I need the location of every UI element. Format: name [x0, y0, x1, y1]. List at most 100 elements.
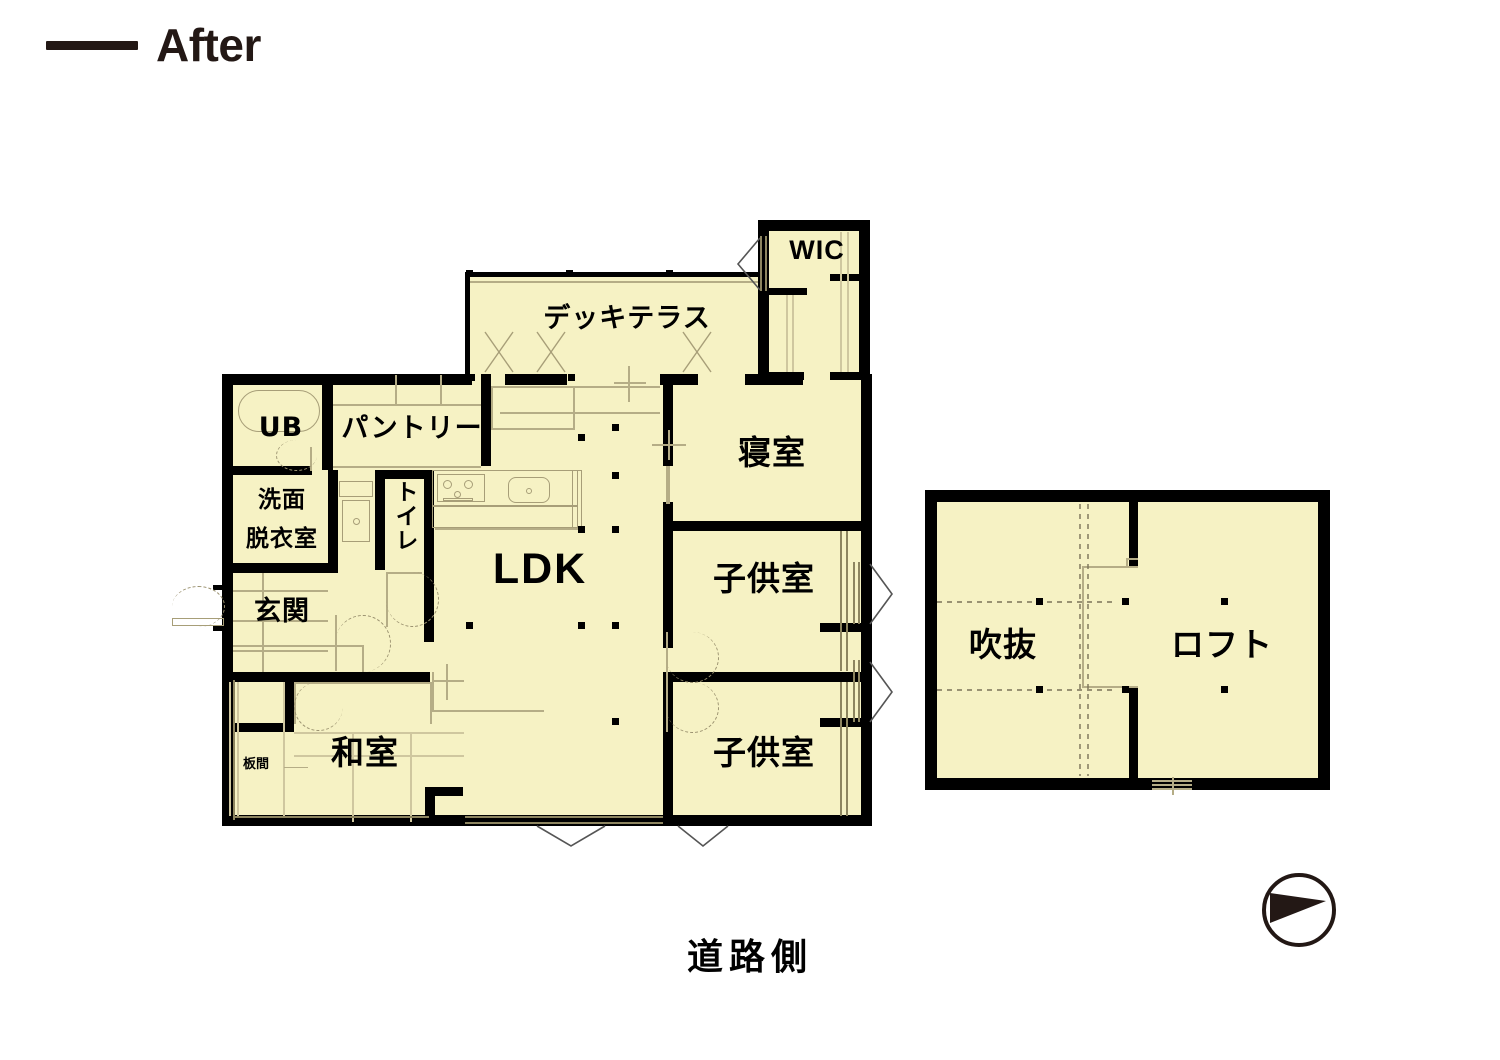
room-fill-deck-terrace [465, 272, 762, 380]
room-label-itama: 板間 [242, 757, 269, 772]
wall-ldk-right-upper [663, 374, 673, 466]
room-label-washroom-line2: 脱衣室 [246, 526, 318, 552]
loft-ledge-line [1126, 558, 1138, 560]
wall-exterior-top-mid-2 [660, 374, 698, 385]
room-label-wic: WIC [789, 235, 845, 265]
deck-post-marker [468, 374, 475, 381]
wall-deck-top [465, 272, 762, 277]
wic-door-glass-line [760, 236, 762, 291]
wall-exterior-top-mid [505, 374, 567, 385]
page-title: After [156, 19, 261, 71]
ldk-cross-tick [614, 382, 646, 384]
entrance-step-line [233, 645, 363, 647]
ldk-beam-dot [612, 622, 619, 629]
wall-exterior-top-left [222, 374, 472, 385]
wall-kids1-bottom [663, 672, 872, 682]
cooktop-burner-icon [443, 480, 452, 489]
loft-stair-tick [1172, 777, 1174, 795]
wall-wic-right [859, 220, 870, 380]
kids2-window-glass [858, 660, 860, 722]
wall-wic-right-shelf [830, 274, 860, 281]
cooktop-fixture [437, 474, 485, 502]
kids2-bottom-window-bay-icon [677, 825, 729, 848]
washroom-vanity-fixture [339, 481, 373, 497]
room-label-ldk: LDK [492, 545, 588, 593]
wall-washroom-right [328, 470, 338, 570]
ldk-beam-dot [466, 622, 473, 629]
kids2-inner-glass [846, 682, 848, 816]
wall-pantry-right [481, 374, 491, 466]
wall-wic-top [758, 220, 870, 231]
kitchen-counter-fixture [432, 470, 578, 506]
wic-rod-line [786, 295, 788, 375]
kids2-door-jamb [666, 682, 668, 732]
deck-post-marker [566, 270, 573, 277]
room-label-kids-room-1: 子供室 [713, 559, 815, 598]
room-label-loft: ロフト [1171, 625, 1273, 664]
wall-washitsu-closet-stub2 [425, 787, 463, 796]
loft-beam-dot [1221, 686, 1228, 693]
ldk-bottom-window-bay-icon [536, 825, 606, 847]
road-side-caption: 道路側 [686, 937, 813, 978]
wall-toilet-right [424, 470, 434, 570]
kids-room-inner-glass [846, 531, 848, 671]
kitchen-counter-end [572, 470, 582, 528]
room-label-toilet: トイレ [391, 480, 417, 552]
wall-exterior-bottom [222, 815, 872, 826]
ldk-beam-dot [578, 622, 585, 629]
washroom-machine-fixture [342, 500, 370, 542]
ldk-beam-dot [612, 424, 619, 431]
wall-washitsu-top [222, 672, 430, 682]
room-label-bedroom: 寝室 [738, 433, 806, 472]
itama-tick [284, 767, 308, 769]
deck-post-marker [666, 270, 673, 277]
horizontal-rule-icon [46, 40, 138, 50]
wall-deck-left [465, 272, 470, 380]
kids2-window-glass [853, 660, 855, 722]
wall-wic-bottom-right-stub [830, 372, 870, 380]
room-label-washitsu: 和室 [331, 733, 399, 772]
room-label-washroom-line1: 洗面 [258, 487, 306, 513]
loft-ledge-line [1082, 566, 1138, 568]
wall-loft-divider-bottom [1129, 686, 1138, 778]
ldk-partition-line [573, 386, 575, 428]
entrance-tile-line [233, 650, 328, 652]
wall-front-door-jamb-bottom [213, 626, 225, 631]
tatami-line [410, 732, 412, 822]
washroom-machine-knob [353, 518, 360, 525]
wall-loft-top [925, 490, 1330, 502]
wall-exterior-right [861, 374, 872, 826]
kitchen-island-fixture [432, 506, 578, 528]
wall-wic-left [758, 220, 769, 380]
wall-itama-bottom [222, 723, 294, 732]
room-fill-wic [758, 220, 870, 380]
ldk-bottom-sill-line [465, 822, 663, 824]
page-header: After [46, 22, 261, 68]
room-label-entrance: 玄関 [254, 596, 310, 627]
ldk-beam-dot [612, 472, 619, 479]
wall-loft-right [1318, 490, 1330, 790]
ldk-beam-dot [578, 434, 585, 441]
bedroom-door-jamb [666, 466, 670, 504]
washitsu-closet-line [430, 682, 432, 724]
pantry-shelf-line [395, 375, 397, 405]
wall-wic-bottom-shelf [769, 288, 807, 295]
loft-beam-dot [1122, 686, 1129, 693]
washitsu-ceiling-cross [432, 680, 464, 682]
compass-ring [1262, 873, 1336, 947]
wall-bedroom-bottom [663, 521, 872, 531]
wic-door-glass-line [765, 236, 767, 291]
loft-beam-dot [1036, 686, 1043, 693]
loft-beam-dot [1221, 598, 1228, 605]
washitsu-hall-line [432, 710, 544, 712]
entrance-tile-line [262, 573, 264, 673]
washitsu-closet-line [294, 682, 432, 684]
tatami-line [294, 732, 464, 734]
wall-loft-left [925, 490, 937, 790]
deck-rail-line [470, 281, 758, 283]
front-door-swing-icon [172, 586, 225, 627]
tatami-line [294, 755, 464, 757]
wic-rod-line [792, 295, 794, 375]
kitchen-sink-fixture [508, 477, 550, 503]
itama-line [229, 682, 231, 816]
